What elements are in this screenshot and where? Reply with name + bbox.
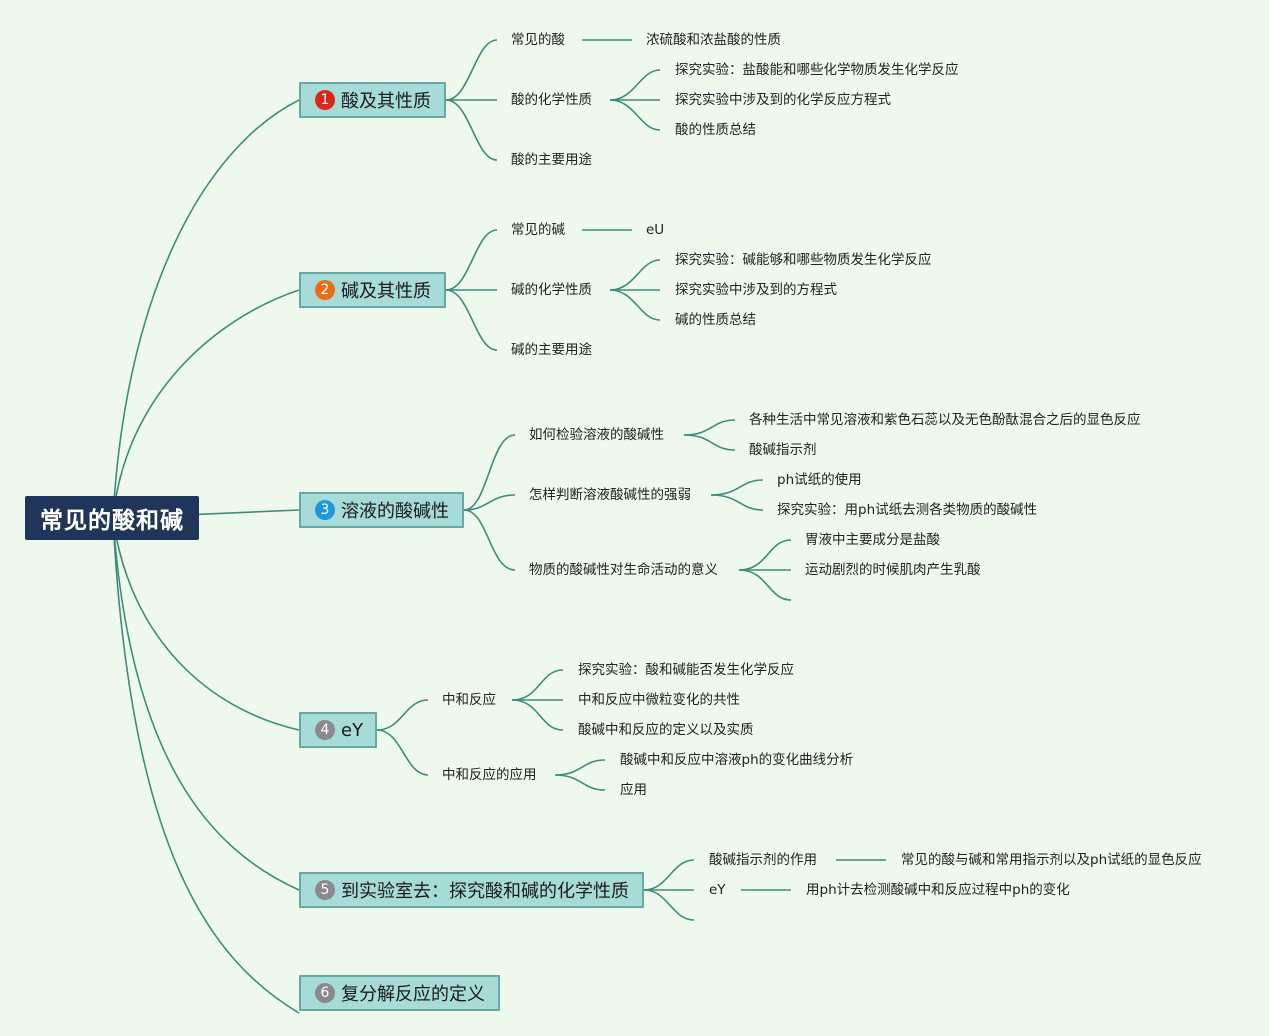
topic-label: 酸及其性质 [341,91,431,112]
leaf-indicator-ph-paper-colors[interactable]: 常见的酸与碱和常用指示剂以及ph试纸的显色反应 [901,852,1202,868]
number-2-badge-icon: 2 [315,280,335,300]
topic-neutralization[interactable]: 4 eY [299,712,377,748]
leaf-acid-equations[interactable]: 探究实验中涉及到的化学反应方程式 [675,92,891,108]
subtopic-indicator-role[interactable]: 酸碱指示剂的作用 [709,852,817,868]
subtopic-acidity-life-significance[interactable]: 物质的酸碱性对生命活动的意义 [529,562,718,578]
subtopic-common-bases[interactable]: 常见的碱 [511,222,565,238]
leaf-applications[interactable]: 应用 [620,782,647,798]
subtopic-common-acids[interactable]: 常见的酸 [511,32,565,48]
subtopic-acidity-strength[interactable]: 怎样判断溶液酸碱性的强弱 [529,487,691,503]
subtopic-neutralization-applications[interactable]: 中和反应的应用 [442,767,537,783]
subtopic-ey[interactable]: eY [709,882,726,898]
subtopic-neutralization-reaction[interactable]: 中和反应 [442,692,496,708]
subtopic-base-chemical-properties[interactable]: 碱的化学性质 [511,282,592,298]
topic-label: 碱及其性质 [341,281,431,302]
leaf-ph-paper-use[interactable]: ph试纸的使用 [777,472,862,488]
leaf-base-equations[interactable]: 探究实验中涉及到的方程式 [675,282,837,298]
topic-label: 溶液的酸碱性 [341,501,449,522]
leaf-ph-paper-experiment[interactable]: 探究实验：用ph试纸去测各类物质的酸碱性 [777,502,1038,518]
leaf-ph-curve-analysis[interactable]: 酸碱中和反应中溶液ph的变化曲线分析 [620,752,854,768]
leaf-base-experiment[interactable]: 探究实验：碱能够和哪些物质发生化学反应 [675,252,932,268]
topic-base-properties[interactable]: 2 碱及其性质 [299,272,446,308]
number-4-badge-icon: 4 [315,720,335,740]
leaf-acid-summary[interactable]: 酸的性质总结 [675,122,756,138]
leaf-neutralization-definition[interactable]: 酸碱中和反应的定义以及实质 [578,722,754,738]
topic-double-decomposition[interactable]: 6 复分解反应的定义 [299,975,500,1011]
leaf-concentrated-acids[interactable]: 浓硫酸和浓盐酸的性质 [646,32,781,48]
topic-label: 到实验室去：探究酸和碱的化学性质 [341,881,629,902]
topic-label: 复分解反应的定义 [341,984,485,1005]
root-topic[interactable]: 常见的酸和碱 [25,496,199,540]
subtopic-base-uses[interactable]: 碱的主要用途 [511,342,592,358]
topic-lab-experiment[interactable]: 5 到实验室去：探究酸和碱的化学性质 [299,872,644,908]
leaf-base-summary[interactable]: 碱的性质总结 [675,312,756,328]
number-3-badge-icon: 3 [315,500,335,520]
leaf-acid-experiment[interactable]: 探究实验：盐酸能和哪些化学物质发生化学反应 [675,62,959,78]
topic-label: eY [341,719,364,741]
leaf-indicator-color-reaction[interactable]: 各种生活中常见溶液和紫色石蕊以及无色酚酞混合之后的显色反应 [749,412,1141,428]
leaf-gastric-acid[interactable]: 胃液中主要成分是盐酸 [805,532,940,548]
number-5-badge-icon: 5 [315,880,335,900]
leaf-neutralization-experiment[interactable]: 探究实验：酸和碱能否发生化学反应 [578,662,794,678]
number-1-badge-icon: 1 [315,90,335,110]
leaf-common-bases-detail[interactable]: eU [646,222,665,238]
leaf-particle-change[interactable]: 中和反应中微粒变化的共性 [578,692,740,708]
subtopic-acid-chemical-properties[interactable]: 酸的化学性质 [511,92,592,108]
subtopic-acid-uses[interactable]: 酸的主要用途 [511,152,592,168]
leaf-acid-base-indicator[interactable]: 酸碱指示剂 [749,442,817,458]
subtopic-test-acidity[interactable]: 如何检验溶液的酸碱性 [529,427,664,443]
number-6-badge-icon: 6 [315,983,335,1003]
topic-acid-properties[interactable]: 1 酸及其性质 [299,82,446,118]
leaf-lactic-acid[interactable]: 运动剧烈的时候肌肉产生乳酸 [805,562,981,578]
topic-solution-acidity[interactable]: 3 溶液的酸碱性 [299,492,464,528]
leaf-ph-meter-detection[interactable]: 用ph计去检测酸碱中和反应过程中ph的变化 [806,882,1070,898]
